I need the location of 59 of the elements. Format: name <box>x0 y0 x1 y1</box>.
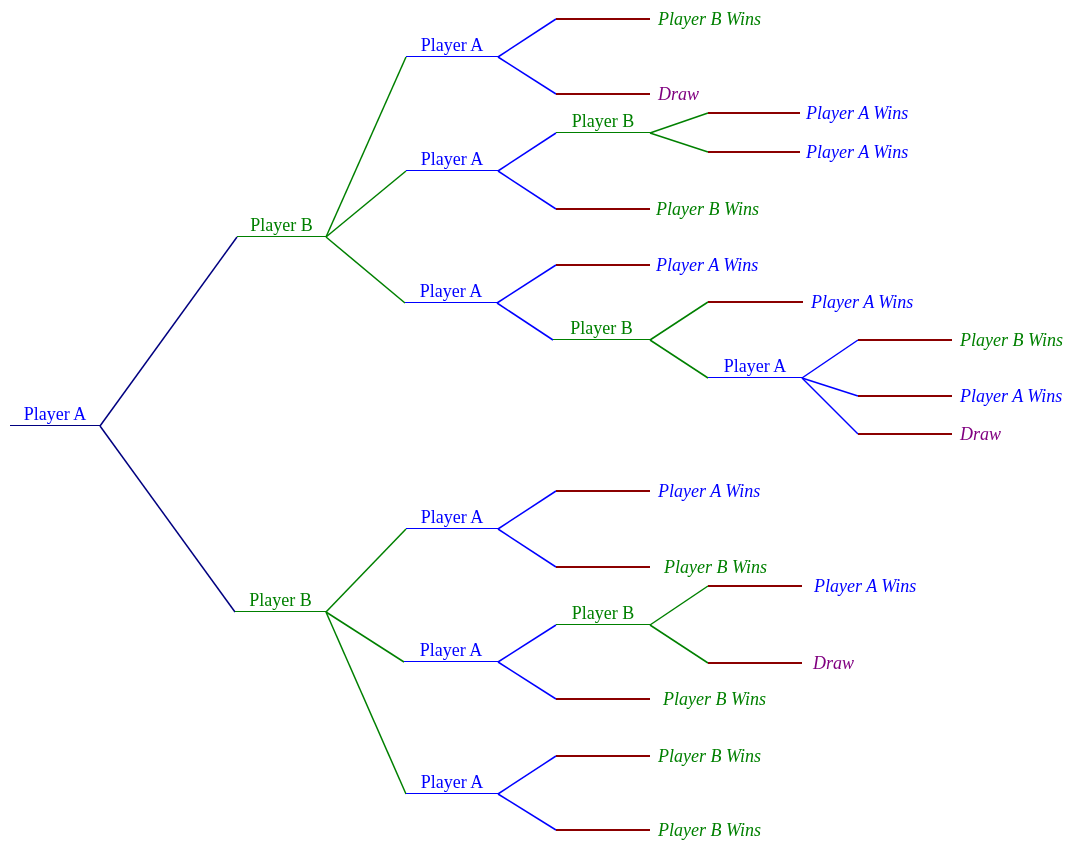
tree-branch <box>325 611 405 663</box>
tree-branch <box>649 585 709 626</box>
player-node: Player A <box>405 279 497 303</box>
player-node: Player A <box>10 402 100 426</box>
tree-branch <box>649 112 709 134</box>
player-node: Player A <box>708 354 802 378</box>
outcome-label: Player A Wins <box>806 141 909 163</box>
player-node: Player A <box>406 770 498 794</box>
tree-branch <box>497 170 557 210</box>
tree-branch <box>497 755 557 795</box>
tree-branch <box>801 377 859 397</box>
player-node: Player A <box>406 147 498 171</box>
tree-branch <box>497 793 557 831</box>
tree-branch <box>496 264 557 304</box>
outcome-label: Player B Wins <box>656 198 759 220</box>
outcome-label: Draw <box>960 423 1001 445</box>
outcome-label: Player A Wins <box>811 291 914 313</box>
tree-branch <box>497 490 557 530</box>
tree-branch <box>325 236 406 304</box>
outcome-label: Player A Wins <box>658 480 761 502</box>
tree-branch <box>649 339 709 379</box>
tree-branch <box>649 624 709 664</box>
tree-branch <box>497 624 557 663</box>
player-node: Player A <box>404 638 498 662</box>
outcome-label: Draw <box>658 83 699 105</box>
outcome-label: Player A Wins <box>806 102 909 124</box>
player-node: Player A <box>406 33 498 57</box>
tree-branch <box>99 425 236 613</box>
tree-branch <box>325 528 407 613</box>
tree-branch <box>649 132 709 153</box>
tree-branch <box>325 611 407 795</box>
tree-branch <box>325 56 407 238</box>
outcome-label: Player B Wins <box>663 688 766 710</box>
player-node: Player B <box>553 316 650 340</box>
outcome-label: Player B Wins <box>664 556 767 578</box>
tree-branch <box>497 661 557 700</box>
outcome-label: Player B Wins <box>658 745 761 767</box>
player-node: Player B <box>556 109 650 133</box>
tree-branch <box>649 301 709 341</box>
tree-branch <box>325 170 407 238</box>
tree-branch <box>497 56 557 95</box>
outcome-label: Player A Wins <box>656 254 759 276</box>
player-node: Player B <box>235 588 326 612</box>
tree-branch <box>801 377 859 435</box>
tree-branch <box>497 132 557 172</box>
outcome-label: Player B Wins <box>658 8 761 30</box>
outcome-label: Player B Wins <box>658 819 761 841</box>
player-node: Player B <box>556 601 650 625</box>
outcome-label: Player B Wins <box>960 329 1063 351</box>
tree-branch <box>496 302 554 341</box>
player-node: Player B <box>237 213 326 237</box>
player-node: Player A <box>406 505 498 529</box>
outcome-label: Player A Wins <box>814 575 917 597</box>
tree-branch <box>497 528 557 568</box>
tree-branch <box>497 18 557 58</box>
outcome-label: Player A Wins <box>960 385 1063 407</box>
outcome-label: Draw <box>813 652 854 674</box>
tree-branch <box>801 339 859 379</box>
tree-branch <box>99 236 238 427</box>
